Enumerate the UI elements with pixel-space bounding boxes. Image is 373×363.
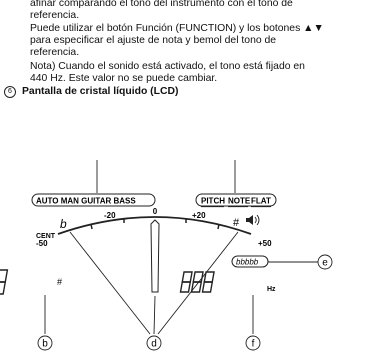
mode-labels: AUTO MAN GUITAR BASS <box>31 193 156 207</box>
scale-zero: 0 <box>153 207 158 216</box>
speaker-icon <box>246 214 260 226</box>
flat-row: bbbbb <box>231 255 269 268</box>
scale-plus-50: +50 <box>258 239 272 248</box>
callout-e-label: e <box>322 258 328 269</box>
scale-minus-50: -50 <box>36 239 48 248</box>
meter-arc <box>57 216 252 235</box>
callout-f: f <box>245 295 261 351</box>
pitch-label: PITCH <box>201 197 225 206</box>
hz-display <box>179 271 215 293</box>
hz-unit: Hz <box>267 286 276 293</box>
doc-line-7: 440 Hz. Este valor no se puede cambiar. <box>30 73 218 84</box>
scale-minus-20: -20 <box>104 211 116 220</box>
callout-e: e <box>268 254 333 270</box>
note-sharp: # <box>57 277 62 287</box>
doc-line-2: referencia. <box>30 10 80 21</box>
callout-f-label: f <box>252 339 255 350</box>
doc-line-5: referencia. <box>30 47 80 58</box>
callout-c: c <box>234 160 236 193</box>
lcd-diagram: a c AUTO MAN GUITAR BASS PITCH NOTE FLAT… <box>0 160 333 351</box>
callout-a: a <box>96 160 98 193</box>
mode-labels-text: AUTO MAN GUITAR BASS <box>36 197 136 206</box>
scale-plus-20: +20 <box>192 211 206 220</box>
callout-b: b <box>37 295 53 351</box>
section-number: 6 <box>4 86 16 98</box>
callout-d-label: d <box>151 339 157 350</box>
section-heading: 6 Pantalla de cristal líquido (LCD) <box>4 86 178 98</box>
section-title: Pantalla de cristal líquido (LCD) <box>22 86 179 97</box>
sharp-symbol: # <box>233 217 240 229</box>
callout-d: d <box>69 231 239 351</box>
note-label: NOTE <box>228 197 251 206</box>
cent-label: CENT <box>36 233 56 240</box>
flat-symbol: b <box>60 217 67 231</box>
doc-line-4: para especificar el ajuste de nota y bem… <box>30 35 277 46</box>
flat-label: FLAT <box>251 197 271 206</box>
pitch-note-flat-labels: PITCH NOTE FLAT <box>195 193 277 208</box>
doc-line-3: Puede utilizar el botón Función (FUNCTIO… <box>30 23 324 34</box>
doc-line-1: afinar comparando el tono del instrument… <box>30 0 293 9</box>
doc-line-6: Nota) Cuando el sonido está activado, el… <box>30 61 305 72</box>
note-display <box>0 269 9 295</box>
flat-row-text: bbbbb <box>236 258 259 267</box>
center-needle <box>150 219 160 293</box>
callout-b-label: b <box>42 339 48 350</box>
